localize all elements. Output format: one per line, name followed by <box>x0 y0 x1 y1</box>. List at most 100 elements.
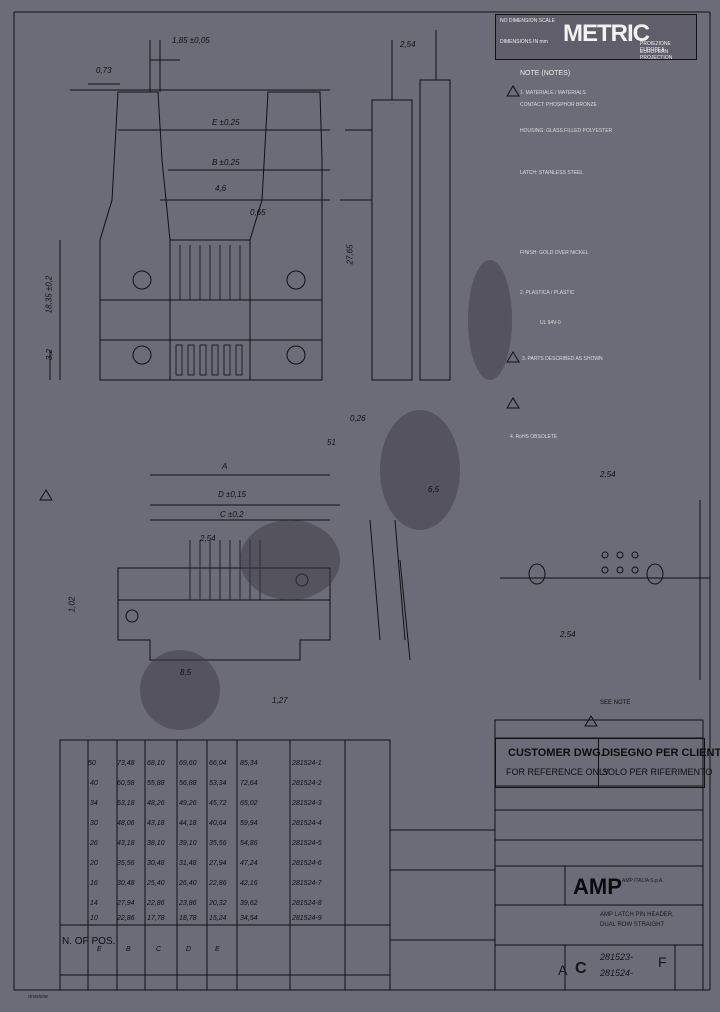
table-cell: 40 <box>90 780 98 787</box>
table-cell: 40,64 <box>209 820 227 827</box>
part-number-cell: 281524-8 <box>292 900 322 907</box>
table-cell: 72,64 <box>240 780 258 787</box>
projection-label: PROIEZIONE EUROPEA <box>640 41 671 53</box>
table-header: E <box>215 946 220 953</box>
table-cell: 26 <box>90 840 98 847</box>
table-cell: 18,78 <box>179 915 197 922</box>
table-cell: 22,86 <box>147 900 165 907</box>
table-cell: 30 <box>90 820 98 827</box>
note-line: UL 94V-0 <box>540 320 561 326</box>
table-cell: 50 <box>88 760 96 767</box>
amp-logo: AMP <box>573 874 622 899</box>
table-cell: 25,40 <box>147 880 165 887</box>
table-cell: 73,48 <box>117 760 135 767</box>
projection-label-en: EUROPEAN PROJECTION <box>640 49 673 61</box>
dim-label: B ±0,25 <box>212 158 240 167</box>
table-header: N. OF POS. <box>62 936 116 947</box>
table-cell: 39,10 <box>179 840 197 847</box>
table-cell: 14 <box>90 900 98 907</box>
table-cell: 54,86 <box>240 840 258 847</box>
table-cell: 17,78 <box>147 915 165 922</box>
table-cell: 48,06 <box>117 820 135 827</box>
dim-label: 6,5 <box>428 485 440 494</box>
dim-label: 27,65 <box>345 244 355 265</box>
customer-drawing-box: CUSTOMER DWG. FOR REFERENCE ONLY DISEGNO… <box>495 738 720 788</box>
table-cell: 26,40 <box>179 880 197 887</box>
table-cell: 43,18 <box>147 820 165 827</box>
part-number-cell: 281524-9 <box>292 915 322 922</box>
note-line: 2. PLASTICA / PLASTIC <box>520 290 575 296</box>
part-number-cell: 281524-1 <box>292 760 322 767</box>
for-reference-label: FOR REFERENCE ONLY <box>506 767 610 777</box>
table-cell: 42,16 <box>240 880 258 887</box>
company-line: AMP ITALIA S.p.A. <box>622 878 664 884</box>
dim-label: 2,54 <box>600 470 616 479</box>
revision-note: revisione <box>28 994 49 1000</box>
table-cell: 27,94 <box>209 860 227 867</box>
part-number-cell: 281524-2 <box>292 780 322 787</box>
disegno-label: DISEGNO PER CLIENTE <box>602 747 720 759</box>
table-header: D <box>186 946 192 953</box>
dim-label: 18,35 ±0,2 <box>44 275 54 314</box>
description-line: AMP LATCH PIN HEADER, <box>600 912 674 918</box>
table-cell: 35,56 <box>209 840 227 847</box>
table-cell: 34,54 <box>240 915 258 922</box>
dim-label: D ±0,15 <box>218 490 246 499</box>
part-number-1: 281523- <box>600 952 634 962</box>
table-header: E <box>97 946 102 953</box>
size-letter: A <box>558 962 568 978</box>
table-header: B <box>126 946 131 953</box>
solo-label: SOLO PER RIFERIMENTO <box>602 767 713 777</box>
note-line: LATCH: STAINLESS STEEL <box>520 170 584 176</box>
table-cell: 43,18 <box>117 840 135 847</box>
table-cell: 53,18 <box>117 800 135 807</box>
dims-note: DIMENSIONS IN mm <box>500 39 548 45</box>
part-number-2: 281524- <box>600 968 634 978</box>
table-cell: 35,56 <box>117 860 135 867</box>
view-label: SEE NOTE <box>600 700 631 706</box>
customer-drawing-en: CUSTOMER DWG. FOR REFERENCE ONLY <box>496 739 609 787</box>
revision-letter: F <box>658 954 667 970</box>
table-cell: 38,10 <box>147 840 165 847</box>
table-cell: 27,94 <box>117 900 135 907</box>
sheet-size: C <box>575 960 587 977</box>
dim-label: 3,2 <box>45 348 55 361</box>
table-cell: 66,04 <box>209 760 227 767</box>
part-number-cell: 281524-6 <box>292 860 322 867</box>
dim-label: 0,26 <box>350 414 366 423</box>
metric-label: METRIC <box>563 20 650 47</box>
dim-label: 4,6 <box>215 184 227 193</box>
dim-label: A <box>222 462 228 471</box>
note-line: CONTACT: PHOSPHOR BRONZE <box>520 102 597 108</box>
table-header: C <box>156 946 162 953</box>
dim-label: 2,54 <box>400 40 416 49</box>
table-cell: 22,86 <box>209 880 227 887</box>
dim-label: C ±0,2 <box>220 510 244 519</box>
customer-dwg-label: CUSTOMER DWG. <box>508 747 604 759</box>
part-number-cell: 281524-4 <box>292 820 322 827</box>
table-cell: 23,86 <box>179 900 197 907</box>
table-cell: 53,34 <box>209 780 227 787</box>
table-cell: 48,26 <box>147 800 165 807</box>
dim-label: 0,65 <box>250 208 266 217</box>
description-line-2: DUAL ROW STRAIGHT <box>600 922 665 928</box>
part-number-cell: 281524-5 <box>292 840 322 847</box>
table-cell: 47,24 <box>240 860 258 867</box>
table-cell: 39,62 <box>240 900 258 907</box>
dim-label: 1,02 <box>67 596 77 613</box>
table-cell: 55,88 <box>147 780 165 787</box>
table-cell: 85,34 <box>240 760 258 767</box>
notes-header: NOTE (NOTES) <box>520 70 571 77</box>
table-cell: 16 <box>90 880 98 887</box>
note-line: 3. PARTS DESCRIBED AS SHOWN <box>522 356 603 362</box>
part-number-cell: 281524-3 <box>292 800 322 807</box>
table-cell: 59,94 <box>240 820 258 827</box>
table-cell: 22,86 <box>117 915 135 922</box>
table-cell: 56,88 <box>179 780 197 787</box>
dimension-table: 50 40 34 30 26 20 16 14 10 73,48 60,58 5… <box>60 740 390 990</box>
note-line: HOUSING: GLASS FILLED POLYESTER <box>520 128 613 134</box>
note-line: 4. RoHS OBSOLETE <box>510 434 558 440</box>
table-cell: 30,48 <box>117 880 135 887</box>
